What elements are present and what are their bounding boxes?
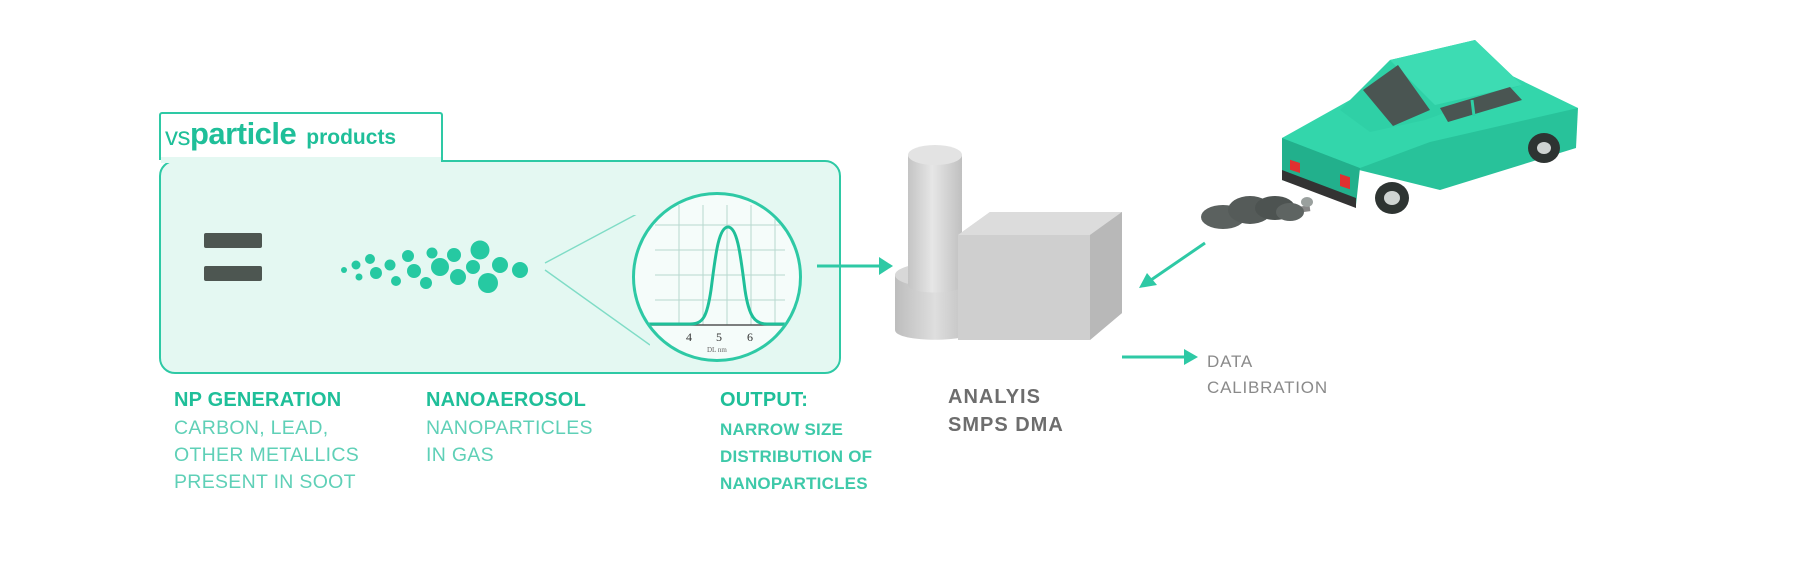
caption-analysis: ANALYIS SMPS DMA: [948, 383, 1064, 439]
instrument-icon: [895, 145, 1122, 340]
caption-line: CALIBRATION: [1207, 378, 1328, 397]
caption-line: PRESENT IN SOOT: [174, 471, 356, 493]
panel-tab-join: [161, 157, 441, 163]
caption-title: OUTPUT:: [720, 389, 809, 411]
particle-cloud-icon: [341, 215, 650, 346]
size-distribution-chart: 4 5 6 DL nm: [645, 205, 795, 354]
caption-line: DATA: [1207, 352, 1254, 371]
caption-line: SMPS DMA: [948, 414, 1064, 436]
brand-prefix: vs: [165, 121, 191, 151]
caption-line: NANOPARTICLES: [720, 474, 868, 493]
caption-line: CARBON, LEAD,: [174, 417, 329, 439]
tick-label-6: 6: [747, 330, 753, 344]
caption-line: ANALYIS: [948, 386, 1041, 408]
axis-label: DL nm: [707, 346, 727, 354]
caption-nanoaerosol: NANOAEROSOL NANOPARTICLES IN GAS: [426, 389, 593, 469]
caption-line: OTHER METALLICS: [174, 444, 360, 466]
caption-np-generation: NP GENERATION CARBON, LEAD, OTHER METALL…: [174, 389, 359, 496]
arrow-icon: [1122, 349, 1198, 365]
magnifier-icon: 4 5 6 DL nm: [632, 192, 802, 362]
caption-title: NANOAEROSOL: [426, 389, 586, 411]
caption-output: OUTPUT: NARROW SIZE DISTRIBUTION OF NANO…: [720, 389, 872, 497]
caption-title: NP GENERATION: [174, 389, 342, 411]
equals-icon: [204, 233, 262, 281]
caption-data-calibration: DATA CALIBRATION: [1207, 349, 1328, 401]
tick-label-5: 5: [716, 330, 722, 344]
brand-suffix: products: [306, 126, 397, 149]
caption-line: NARROW SIZE: [720, 420, 844, 439]
caption-line: IN GAS: [426, 444, 494, 466]
arrow-icon: [1139, 241, 1206, 288]
exhaust-smoke-icon: [1201, 196, 1313, 229]
brand-name: particle: [190, 116, 297, 151]
tick-label-4: 4: [686, 330, 692, 344]
caption-line: DISTRIBUTION OF: [720, 447, 873, 466]
car-icon: [1282, 40, 1578, 214]
caption-line: NANOPARTICLES: [426, 417, 593, 439]
arrow-icon: [817, 257, 893, 275]
